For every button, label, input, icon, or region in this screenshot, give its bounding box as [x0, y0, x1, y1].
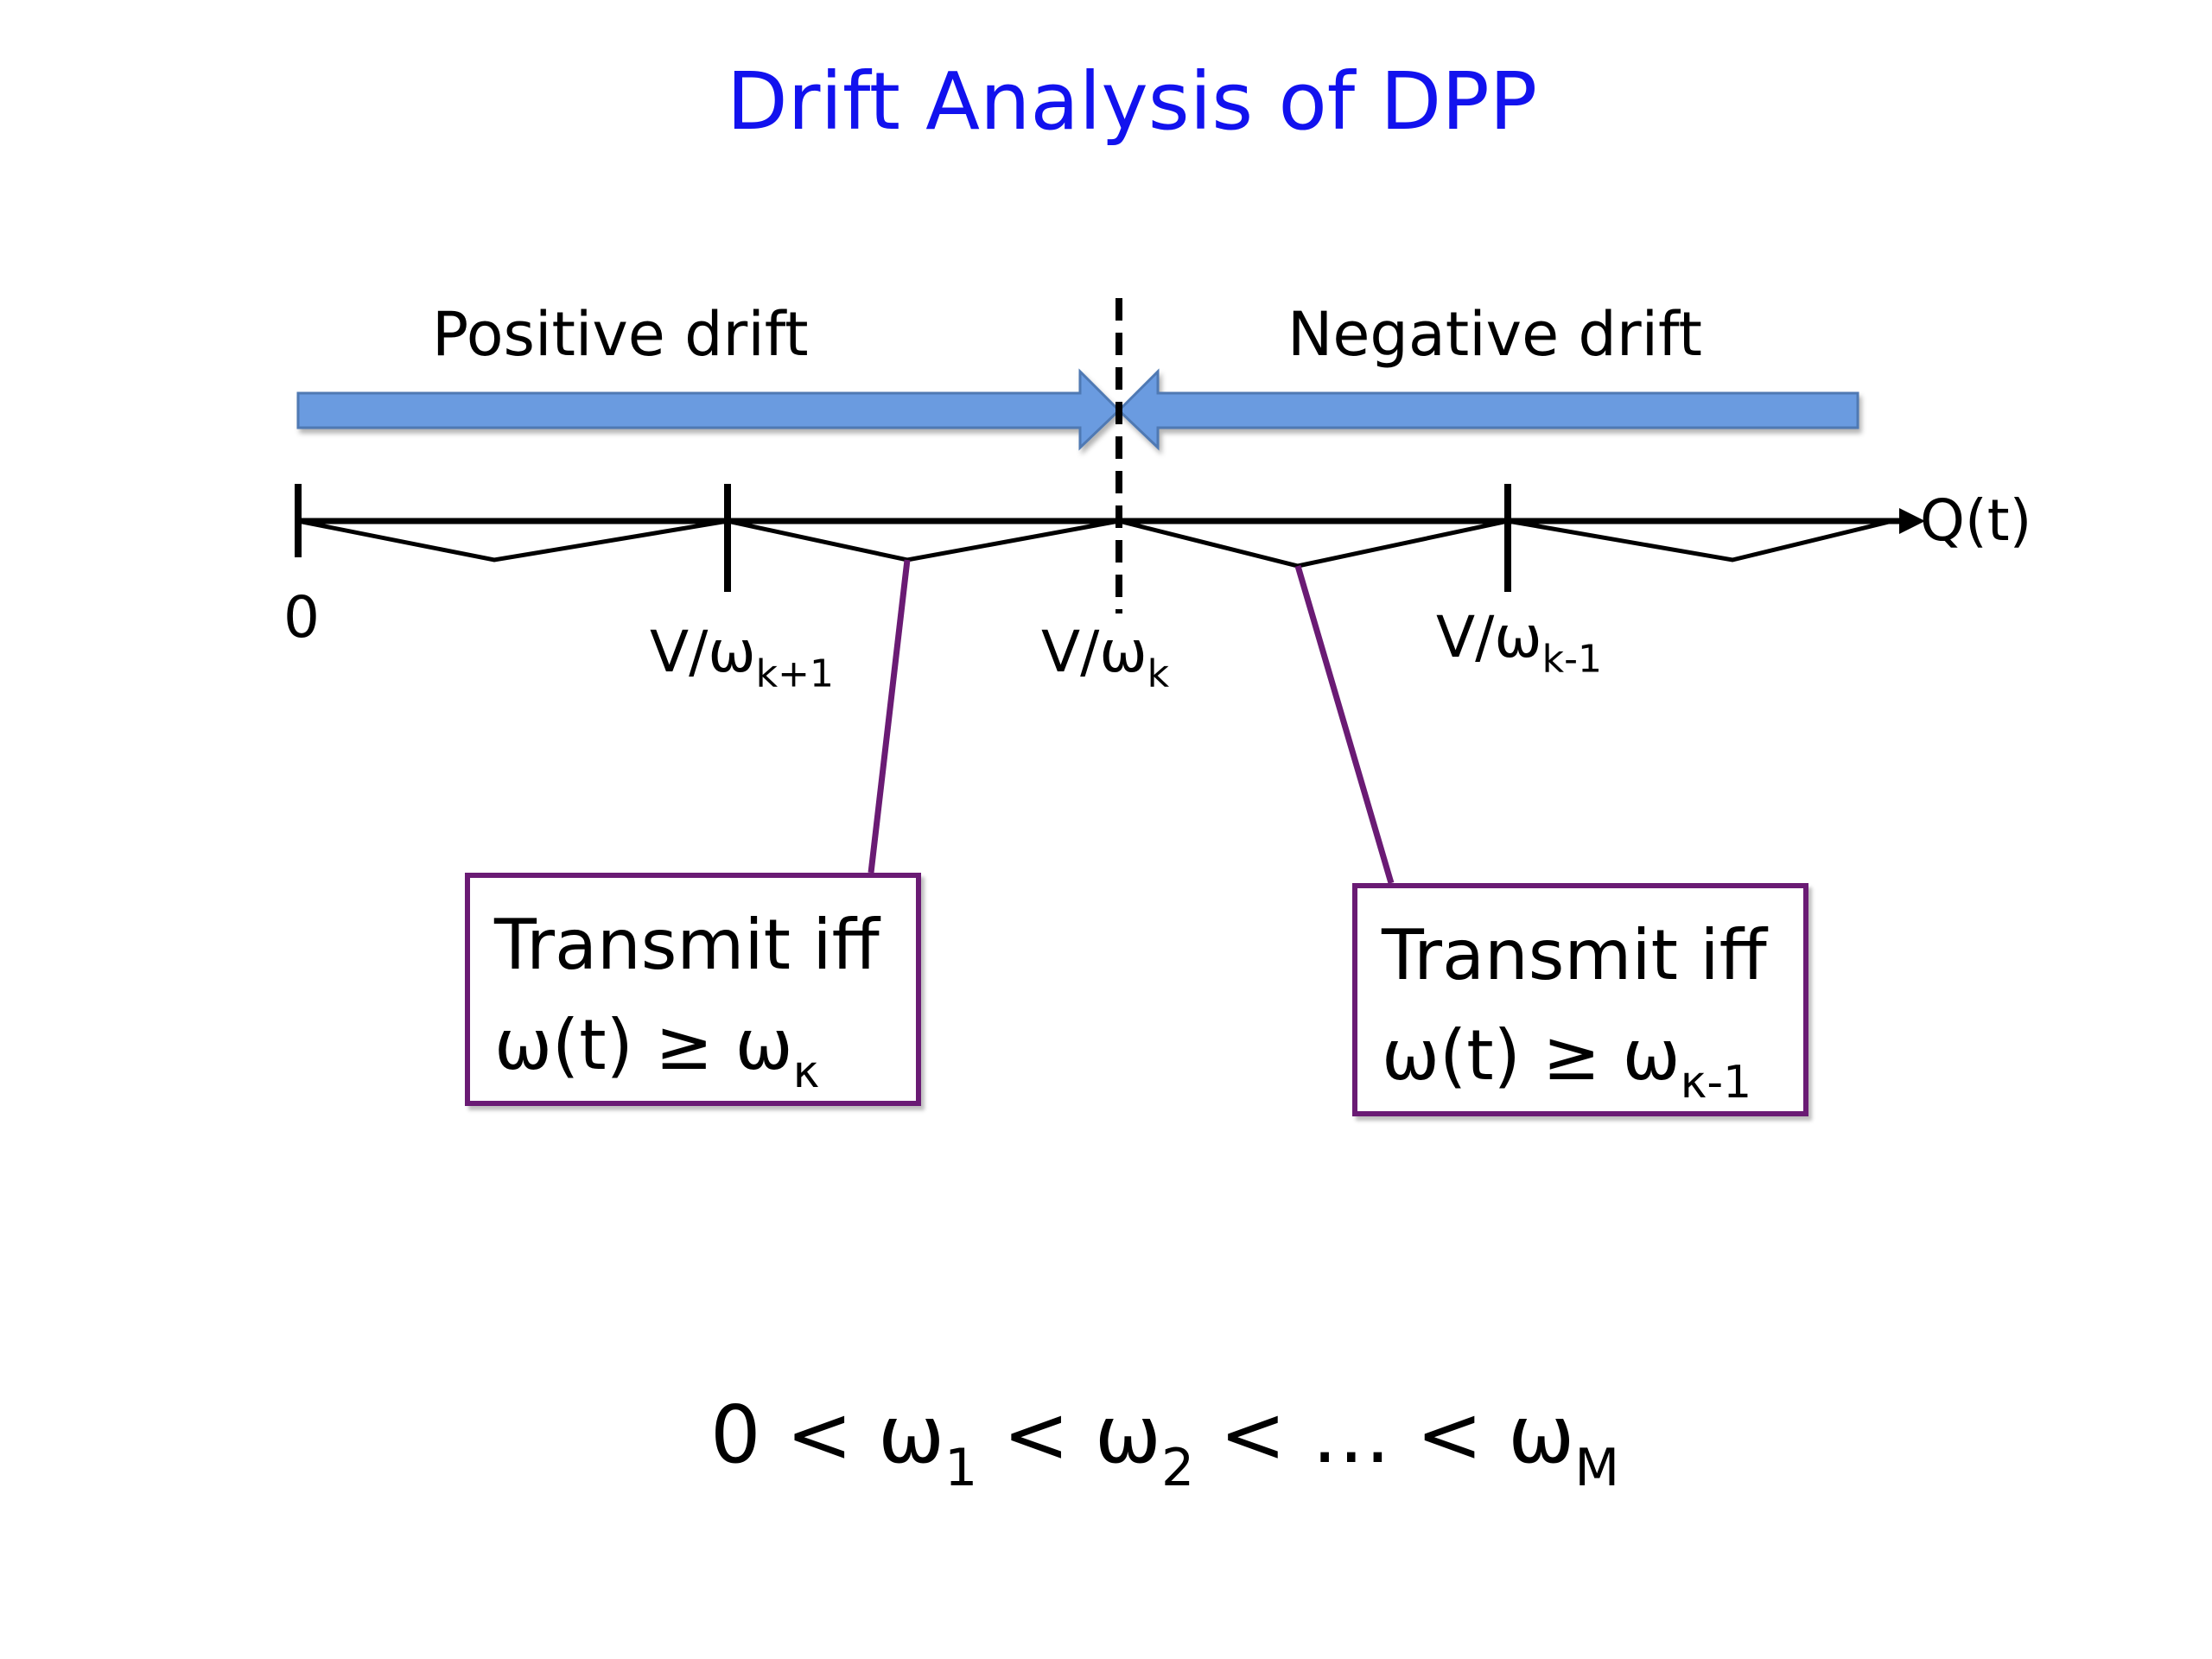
- callout-right-line1: Transmit iff: [1382, 915, 1767, 995]
- slide-title: Drift Analysis of DPP: [726, 55, 1538, 148]
- callout-connector-right: [1294, 565, 1395, 884]
- callout-right-line2: ω(t) ≥ ωκ-1: [1382, 1015, 1752, 1109]
- q-axis-label: Q(t): [1920, 487, 2032, 554]
- positive-drift-arrow: [296, 368, 1122, 451]
- negative-drift-label: Negative drift: [1287, 299, 1702, 370]
- q-axis-arrowhead: [1899, 508, 1925, 534]
- tick-label-v-omega-k-plus-1: V/ωk+1: [650, 619, 834, 696]
- omega-ordering-inequality: 0 < ω1 < ω2 < … < ωM: [710, 1389, 1620, 1498]
- negative-drift-arrow: [1116, 368, 1859, 451]
- tick-label-v-omega-k: V/ωk: [1041, 619, 1170, 696]
- callout-box-right: Transmit iff ω(t) ≥ ωκ-1: [1352, 883, 1808, 1116]
- tick-label-zero: 0: [283, 584, 320, 651]
- tick-label-v-omega-k-minus-1: V/ωk-1: [1436, 604, 1603, 682]
- drift-zigzag: [297, 518, 1893, 569]
- callout-box-left: Transmit iff ω(t) ≥ ωκ: [465, 873, 921, 1106]
- callout-left-line1: Transmit iff: [494, 905, 880, 985]
- positive-drift-label: Positive drift: [432, 299, 809, 370]
- callout-left-line2: ω(t) ≥ ωκ: [494, 1005, 820, 1098]
- callout-connector-left: [868, 559, 911, 874]
